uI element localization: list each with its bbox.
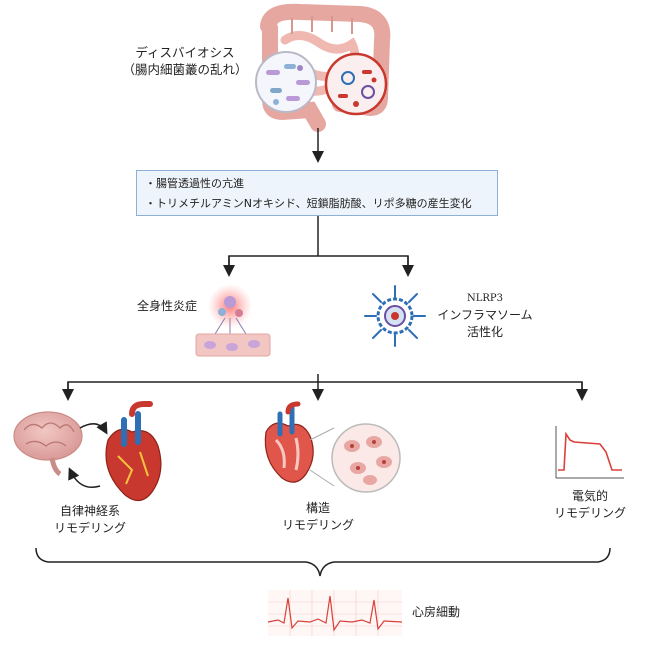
atrial-fibrillation-label: 心房細動 xyxy=(412,605,461,619)
autonomic-remodeling-label: 自律神経系 リモデリング xyxy=(40,503,140,537)
electrical-line2: リモデリング xyxy=(553,506,626,520)
effect-item-permeability: ・腸管透過性の亢進 xyxy=(145,177,244,190)
systemic-inflammation-illustration xyxy=(195,284,271,357)
nlrp3-line1: インフラマソーム xyxy=(437,308,533,322)
heart-autonomic-icon xyxy=(105,401,162,502)
healthy-microbiota-icon xyxy=(255,51,317,113)
zoom-lines xyxy=(309,427,335,487)
dysbiosis-label: ディスバイオシス （腸内細菌叢の乱れ） xyxy=(120,44,250,78)
nlrp3-line2: 活性化 xyxy=(466,325,503,339)
nlrp3-name: NLRP3 xyxy=(466,293,503,304)
ecg-strip xyxy=(267,590,403,636)
structural-line1: 構造 xyxy=(305,501,330,515)
dysbiosis-title: ディスバイオシス xyxy=(135,45,235,60)
dysbiosis-subtitle: （腸内細菌叢の乱れ） xyxy=(122,62,248,77)
brain-to-heart-arrow xyxy=(79,421,108,435)
autonomic-line1: 自律神経系 xyxy=(59,504,120,518)
summary-bracket xyxy=(35,547,611,577)
dysbiotic-microbiota-icon xyxy=(324,52,388,116)
heart-to-brain-arrow xyxy=(68,467,101,488)
structural-line2: リモデリング xyxy=(281,518,354,532)
branch-line-2 xyxy=(67,381,583,394)
fibrosis-tissue-icon xyxy=(331,423,401,493)
effect-item-metabolites: ・トリメチルアミンNオキシド、短鎖脂肪酸、リポ多糖の産生変化 xyxy=(145,197,472,210)
nlrp3-label: NLRP3 インフラマソーム 活性化 xyxy=(430,290,540,341)
electrical-line1: 電気的 xyxy=(571,489,608,503)
brain-icon xyxy=(13,411,83,477)
structural-remodeling-label: 構造 リモデリング xyxy=(268,500,368,534)
effects-box: ・腸管透過性の亢進 ・トリメチルアミンNオキシド、短鎖脂肪酸、リポ多糖の産生変化 xyxy=(136,170,498,216)
autonomic-line2: リモデリング xyxy=(53,521,126,535)
branch-line-1 xyxy=(228,255,409,270)
electrical-remodeling-label: 電気的 リモデリング xyxy=(540,488,640,522)
heart-structural-icon xyxy=(264,401,314,483)
nlrp3-inflammasome-icon xyxy=(364,285,426,347)
action-potential-plot xyxy=(555,426,624,479)
systemic-inflammation-label: 全身性炎症 xyxy=(137,299,198,313)
